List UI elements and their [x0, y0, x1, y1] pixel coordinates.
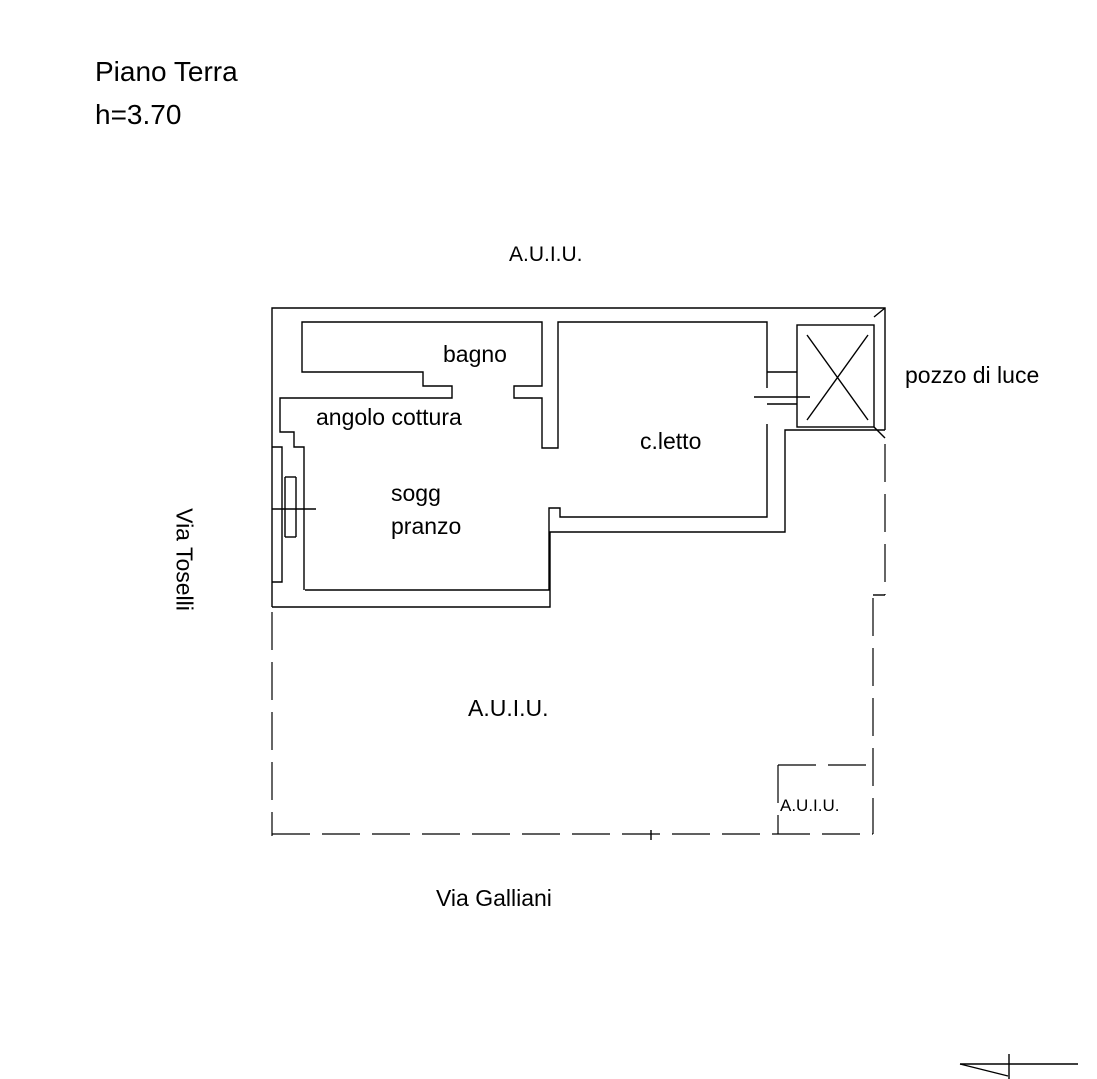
inner-wall-living: [305, 424, 768, 591]
label-bedroom: c.letto: [640, 428, 702, 454]
label-corner-neighbor: A.U.I.U.: [780, 796, 840, 815]
label-south-neighbor: A.U.I.U.: [468, 695, 549, 721]
plan-title: Piano Terra: [95, 56, 238, 87]
lightwell-corner: [873, 426, 886, 439]
label-kitchenette: angolo cottura: [316, 404, 462, 430]
label-living-1: sogg: [391, 480, 441, 506]
outer-wall-south: [272, 429, 885, 608]
label-bathroom: bagno: [443, 341, 507, 367]
label-street-south: Via Galliani: [436, 885, 552, 911]
north-arrow-head: [959, 1063, 1009, 1077]
label-lightwell: pozzo di luce: [905, 362, 1040, 388]
lightwell-box: [796, 324, 875, 428]
label-north-neighbor: A.U.I.U.: [509, 243, 583, 266]
lightwell-diagonal: [806, 334, 869, 421]
outer-wall: [271, 307, 886, 607]
label-street-west: Via Toselli: [171, 508, 198, 611]
inner-wall-bedroom: [279, 321, 768, 590]
floor-height: h=3.70: [95, 99, 182, 130]
label-living-2: pranzo: [391, 513, 462, 539]
lightwell-corner: [873, 307, 886, 318]
west-door: [272, 446, 283, 583]
